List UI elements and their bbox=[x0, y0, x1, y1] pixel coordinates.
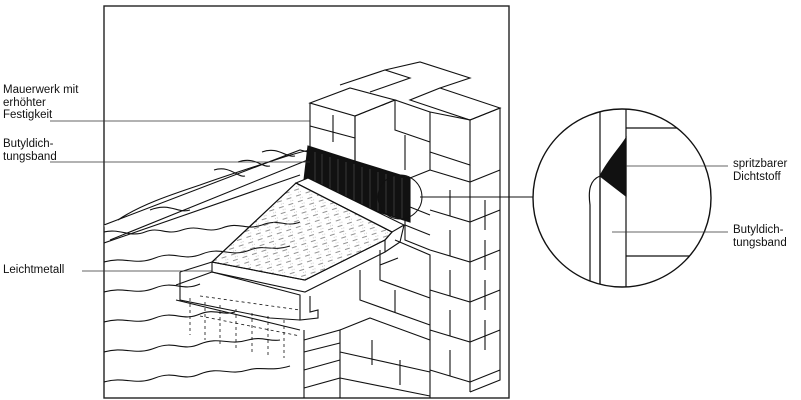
label-sealant: spritzbarer Dichtstoff bbox=[733, 158, 788, 183]
label-mauerwerk: Mauerwerk mit erhöhter Festigkeit bbox=[3, 84, 79, 121]
label-butyl-tape-main: Butyldich- tungsband bbox=[3, 138, 57, 163]
drawing-frame bbox=[103, 5, 510, 399]
light-metal-flashing bbox=[175, 177, 406, 358]
label-leichtmetall: Leichtmetall bbox=[3, 264, 65, 276]
wall-lower-left bbox=[303, 317, 431, 398]
label-butyl-tape-detail: Butyldich- tungsband bbox=[733, 224, 787, 249]
leader-lines bbox=[50, 120, 728, 272]
roof-tiles bbox=[104, 149, 322, 383]
sealant-detail bbox=[599, 135, 627, 198]
detail-magnification bbox=[532, 108, 712, 288]
